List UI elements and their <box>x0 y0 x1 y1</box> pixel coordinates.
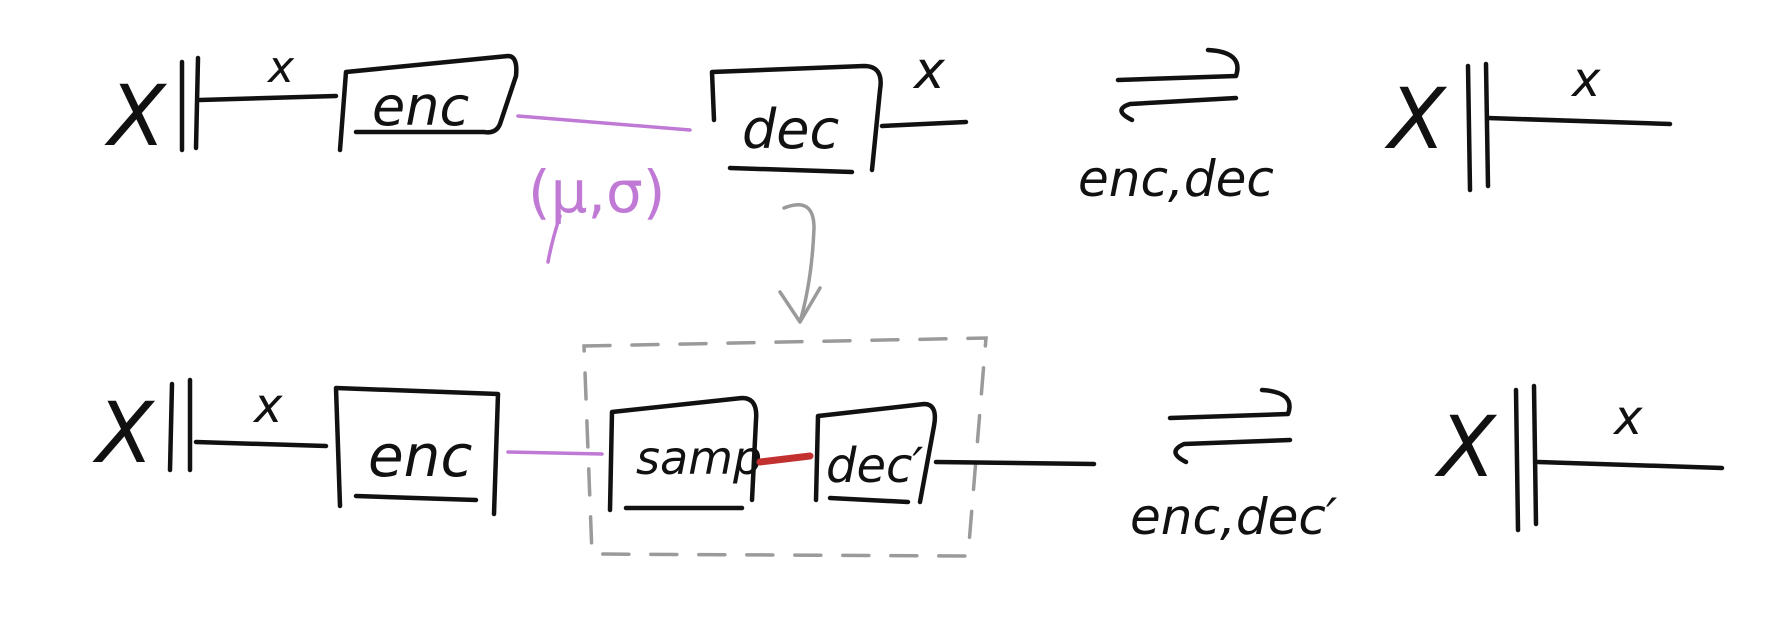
bottom-decoder-label: dec′ <box>826 438 923 494</box>
top-input-wire <box>197 93 339 103</box>
bottom-input-wire-label: x <box>252 378 283 434</box>
top-encoder-label: enc <box>372 75 469 138</box>
top-optimize-harpoon <box>1115 47 1240 123</box>
bottom-optimize-subscript: enc,dec′ <box>1130 488 1338 546</box>
top-lhs-double-bar <box>179 55 201 153</box>
bottom-lhs-double-bar <box>167 377 193 473</box>
bottom-optimize-harpoon <box>1167 387 1293 465</box>
bottom-rhs-symbol: X <box>1434 398 1498 496</box>
bottom-rhs-wire-label: x <box>1612 390 1643 446</box>
refinement-arrow <box>778 203 822 324</box>
top-decoder-box <box>709 63 883 175</box>
top-lhs-symbol: X <box>104 67 168 165</box>
top-output-wire-label: x <box>912 41 946 101</box>
top-encoder-box <box>337 53 519 153</box>
top-latent-wire <box>516 114 692 132</box>
bottom-lhs-symbol: X <box>92 384 156 482</box>
bottom-decoder-box <box>813 401 938 505</box>
sample-wire <box>756 452 814 466</box>
top-input-wire-label: x <box>266 42 295 93</box>
bottom-rhs-double-bar <box>1513 383 1539 533</box>
top-latent-tail <box>546 214 562 264</box>
bottom-latent-wire <box>506 450 604 456</box>
top-rhs-symbol: X <box>1384 70 1448 168</box>
top-optimize-subscript: enc,dec <box>1078 150 1274 208</box>
top-rhs-wire-label: x <box>1570 52 1601 108</box>
top-output-wire <box>879 119 969 129</box>
sampler-label: samp <box>636 431 762 485</box>
bottom-encoder-box <box>333 385 501 517</box>
bottom-encoder-label: enc <box>368 422 472 490</box>
bottom-row: X x enc samp dec′ enc,dec′ X x <box>92 377 1725 546</box>
bottom-rhs-wire <box>1535 459 1725 471</box>
top-row: X x enc (μ,σ) dec x enc,dec X x <box>104 41 1673 264</box>
bottom-output-wire <box>933 459 1097 467</box>
sampling-region-outline <box>582 336 988 558</box>
top-rhs-double-bar <box>1465 61 1491 193</box>
top-rhs-wire <box>1485 115 1673 127</box>
sampler-box <box>607 395 759 513</box>
bottom-input-wire <box>193 439 329 449</box>
top-decoder-label: dec <box>742 98 839 161</box>
top-latent-params-label: (μ,σ) <box>528 158 665 226</box>
